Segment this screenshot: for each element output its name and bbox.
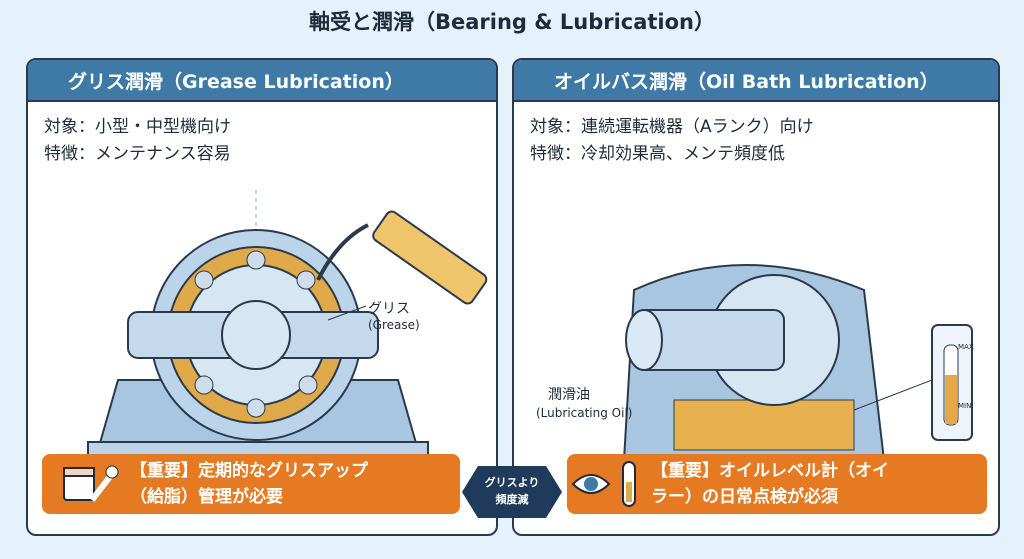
oil-bath-target: 対象：連続運転機器（Aランク）向け bbox=[530, 117, 814, 137]
gauge-max-label: MAX bbox=[958, 343, 974, 351]
grease-callout-line2: （給脂）管理が必要 bbox=[130, 487, 283, 507]
frequency-reduction-arrow: グリスより頻度減 bbox=[462, 466, 562, 518]
grease-panel-header: グリス潤滑（Grease Lubrication） bbox=[28, 60, 496, 102]
page-title: 軸受と潤滑（Bearing & Lubrication） bbox=[308, 10, 716, 34]
calendar-wrench-icon bbox=[63, 465, 119, 502]
oil-bath-panel-header: オイルバス潤滑（Oil Bath Lubrication） bbox=[514, 60, 998, 102]
oil-bath-illustration bbox=[603, 264, 973, 480]
oil-callout-line2: ラー）の日常点検が必須 bbox=[651, 487, 838, 507]
oil-label: 潤滑油 bbox=[548, 387, 590, 403]
grease-bearing-illustration bbox=[87, 190, 488, 470]
eye-thermometer-icon bbox=[571, 461, 636, 507]
oil-important-callout: 【重要】オイルレベル計（オイ ラー）の日常点検が必須 bbox=[567, 454, 987, 514]
oil-label-en: (Lubricating Oil) bbox=[536, 406, 633, 420]
oil-bath-feature: 特徴：冷却効果高、メンテ頻度低 bbox=[530, 144, 785, 164]
grease-label-en: (Grease) bbox=[368, 318, 420, 332]
grease-label: グリス bbox=[368, 301, 410, 317]
grease-feature: 特徴：メンテナンス容易 bbox=[44, 144, 231, 164]
grease-panel: グリス潤滑（Grease Lubrication） 対象：小型・中型機向け 特徴… bbox=[26, 58, 498, 536]
arrow-text-line1: グリスより bbox=[484, 476, 540, 489]
oil-callout-line1: 【重要】オイルレベル計（オイ bbox=[651, 461, 889, 481]
grease-callout-line1: 【重要】定期的なグリスアップ bbox=[130, 461, 368, 481]
grease-important-callout: 【重要】定期的なグリスアップ （給脂）管理が必要 bbox=[42, 454, 460, 514]
grease-target: 対象：小型・中型機向け bbox=[44, 117, 231, 137]
arrow-text-line2: 頻度減 bbox=[495, 493, 529, 506]
gauge-min-label: MIN bbox=[958, 402, 972, 410]
